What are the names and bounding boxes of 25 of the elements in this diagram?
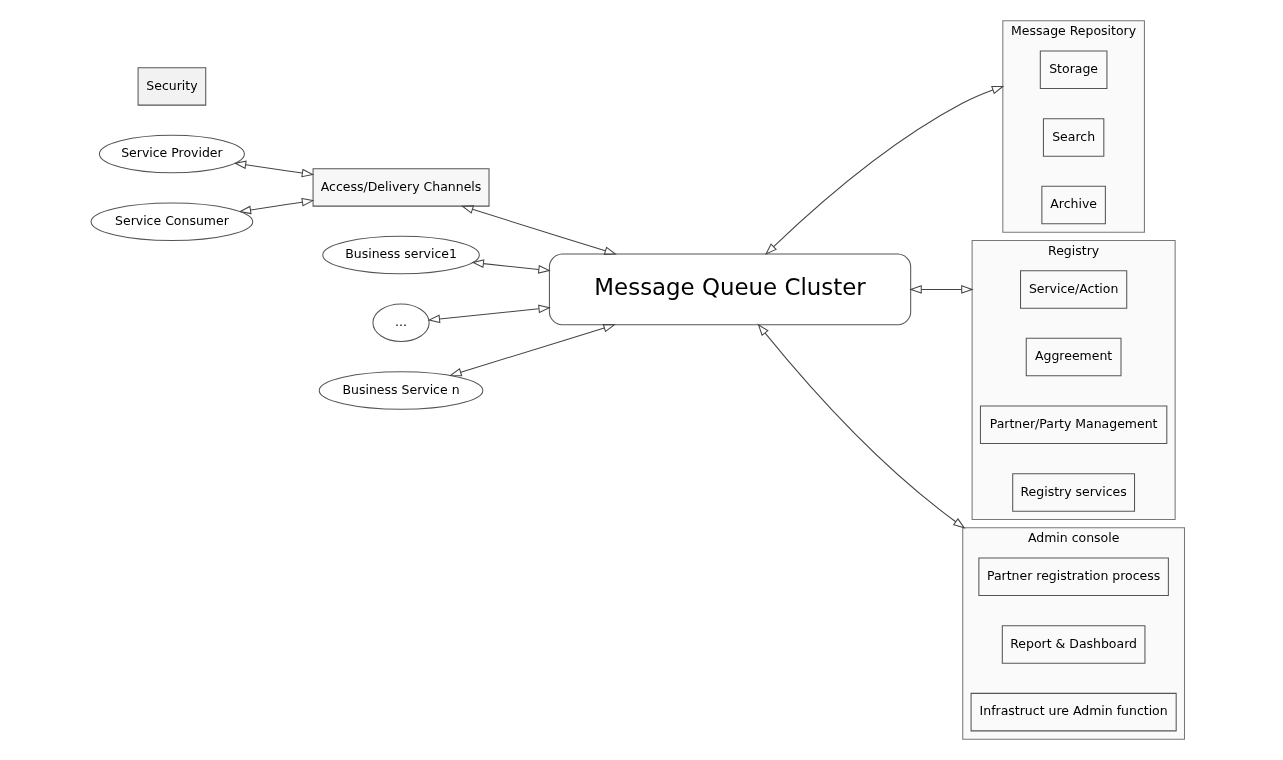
node-ellipse: Business Service n [318, 371, 483, 410]
node-box: Security [137, 67, 206, 106]
arrow [448, 323, 616, 377]
node-box: Message Queue Cluster [548, 253, 911, 326]
node-box: Partner/Party Management [979, 405, 1167, 445]
node-box: Infrastruct ure Admin function [970, 692, 1177, 732]
arrow [908, 285, 974, 294]
node-box: Registry services [1011, 473, 1135, 512]
arrow [233, 160, 314, 178]
arrow [238, 197, 314, 215]
arrow [756, 323, 965, 529]
node-ellipse: Business service1 [321, 235, 480, 275]
node-box: Aggreement [1025, 337, 1121, 377]
arrow [470, 259, 551, 274]
arrow [764, 85, 1004, 256]
node-box: Partner registration process [977, 557, 1169, 597]
arrow [460, 205, 617, 255]
arrow [427, 304, 551, 324]
node-box: Search [1042, 118, 1104, 157]
node-box: Report & Dashboard [1001, 625, 1145, 664]
node-box: Archive [1040, 185, 1106, 225]
node-box: Service/Action [1019, 270, 1127, 309]
node-box: Storage [1039, 50, 1107, 89]
node-box: Access/Delivery Channels [312, 168, 490, 207]
node-ellipse: ... [371, 303, 430, 342]
